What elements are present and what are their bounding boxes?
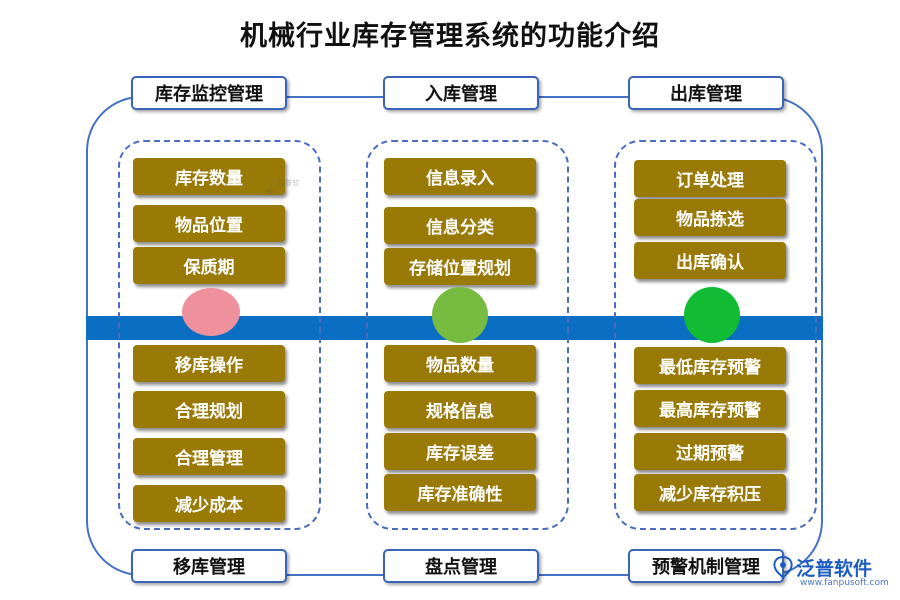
item-item-location: 物品位置 (133, 205, 285, 242)
brand-name: 泛普软件 (796, 558, 873, 580)
item-rational-management: 合理管理 (133, 438, 285, 475)
item-transfer-operation: 移库操作 (133, 345, 285, 382)
column-box-1 (118, 140, 321, 530)
column-box-3 (614, 140, 817, 530)
section-alert-mechanism: 预警机制管理 (628, 549, 784, 583)
item-storage-location-planning: 存储位置规划 (384, 248, 536, 285)
brand-logo: 泛普软件 www.fanpusoft.com (768, 553, 893, 595)
section-outbound: 出库管理 (628, 76, 784, 110)
section-transfer: 移库管理 (131, 549, 287, 583)
page-title: 机械行业库存管理系统的功能介绍 (240, 21, 660, 52)
watermark-logo: 泛普软件 (266, 178, 300, 197)
item-shelf-life: 保质期 (133, 247, 285, 284)
section-inbound: 入库管理 (383, 76, 539, 110)
item-max-stock-alert: 最高库存预警 (634, 390, 786, 427)
item-reduce-overstock: 减少库存积压 (634, 474, 786, 511)
item-rational-planning: 合理规划 (133, 391, 285, 428)
item-reduce-cost: 减少成本 (133, 485, 285, 522)
item-outbound-confirmation: 出库确认 (634, 242, 786, 279)
item-info-entry: 信息录入 (384, 158, 536, 195)
item-item-picking: 物品拣选 (634, 199, 786, 236)
brand-url: www.fanpusoft.com (800, 578, 889, 588)
section-inventory-monitoring: 库存监控管理 (131, 76, 287, 110)
item-item-quantity: 物品数量 (384, 345, 536, 382)
brand-mark-icon (773, 555, 793, 580)
pink-dot (182, 288, 240, 336)
column-box-2 (366, 140, 569, 530)
green-dot (432, 287, 488, 343)
item-inventory-quantity: 库存数量 (133, 158, 285, 195)
item-inventory-error: 库存误差 (384, 433, 536, 470)
section-stocktaking: 盘点管理 (383, 549, 539, 583)
item-min-stock-alert: 最低库存预警 (634, 347, 786, 384)
item-order-processing: 订单处理 (634, 160, 786, 197)
item-info-classification: 信息分类 (384, 207, 536, 244)
item-inventory-accuracy: 库存准确性 (384, 474, 536, 511)
item-spec-info: 规格信息 (384, 391, 536, 428)
bright-green-dot (684, 287, 740, 343)
item-expiry-alert: 过期预警 (634, 433, 786, 470)
